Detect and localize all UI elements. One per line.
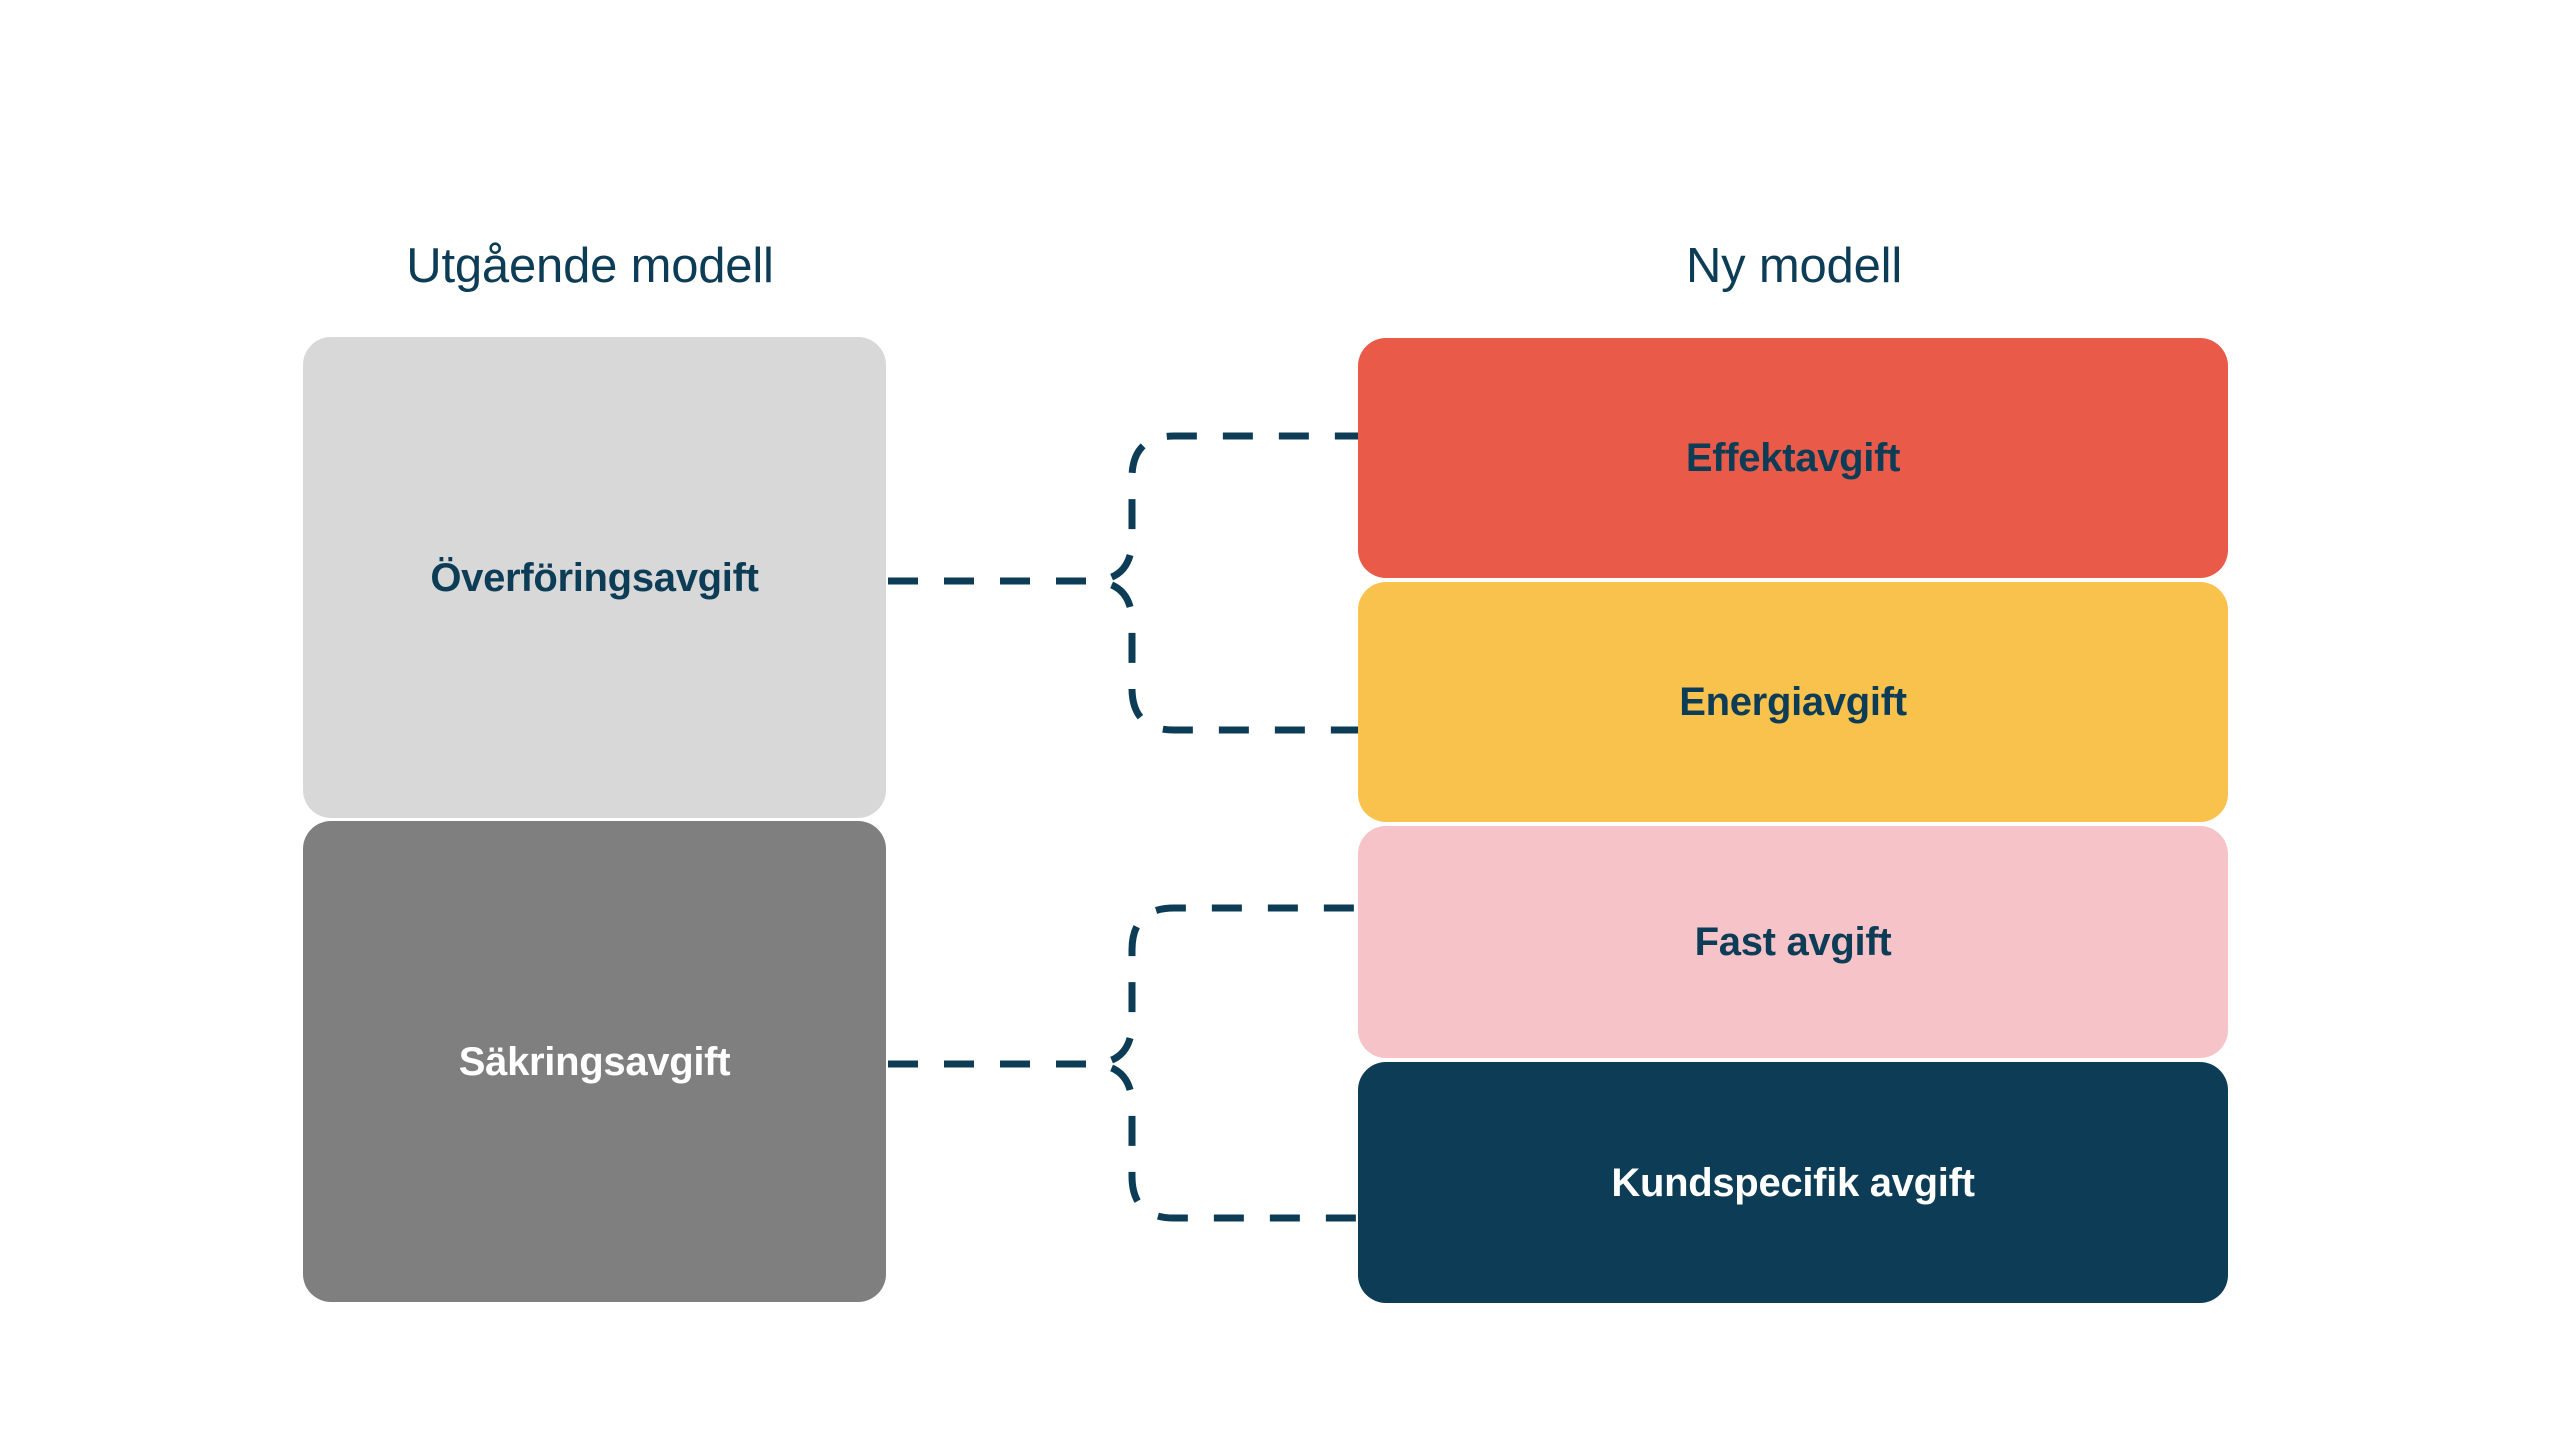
connector-overforing-to-energi <box>888 577 1358 734</box>
new-model-box-label: Fast avgift <box>1694 920 1892 964</box>
connector-overforing-to-effekt <box>888 432 1358 585</box>
new-model-box-kundspecifik-avgift[interactable]: Kundspecifik avgift <box>1358 1062 2228 1303</box>
column-heading-new-model: Ny modell <box>1685 239 1903 293</box>
new-model-box-label: Kundspecifik avgift <box>1611 1160 1975 1205</box>
new-model-box-effektavgift[interactable]: Effektavgift <box>1358 338 2228 578</box>
new-model-box-fast-avgift[interactable]: Fast avgift <box>1358 826 2228 1058</box>
old-model-box-label: Överföringsavgift <box>430 555 759 600</box>
column-heading-old-model: Utgående modell <box>406 239 774 293</box>
old-model-box-overforingsavgift[interactable]: Överföringsavgift <box>303 337 886 818</box>
connector-sakring-to-kundspecifik <box>888 1060 1358 1222</box>
new-model-box-label: Effektavgift <box>1685 436 1901 480</box>
connector-sakring-to-fast <box>888 904 1358 1068</box>
old-model-box-label: Säkringsavgift <box>458 1039 731 1084</box>
new-model-box-label: Energiavgift <box>1679 680 1907 724</box>
new-model-box-energiavgift[interactable]: Energiavgift <box>1358 582 2228 822</box>
old-model-box-sakringsavgift[interactable]: Säkringsavgift <box>303 821 886 1302</box>
